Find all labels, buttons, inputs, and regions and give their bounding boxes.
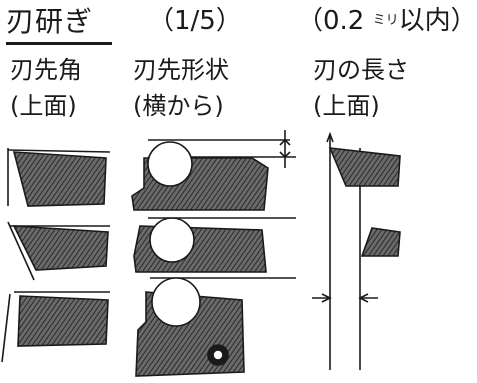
col-heading-edge-length: 刃の長さ: [313, 56, 409, 84]
dimension-arrow: [321, 293, 332, 303]
col-heading-edge-shape: 刃先形状: [133, 56, 229, 84]
page-counter: （1/5）: [148, 6, 242, 36]
reference-line: [7, 149, 111, 153]
dimension-arrow: [279, 151, 291, 159]
length-limit-note: （0.2 ミリ以内）: [297, 8, 477, 34]
col-subheading-side-view: (横から): [133, 92, 224, 120]
col-heading-edge-angle: 刃先角: [10, 56, 82, 84]
edge-length-column: [312, 131, 401, 370]
blade-top-view-1: [12, 151, 107, 207]
title-underline: [6, 42, 112, 45]
angle-guide-line: [7, 221, 35, 281]
limit-suffix: 以内）: [398, 6, 477, 36]
page-title: 刃研ぎ: [6, 5, 94, 38]
guide-mark: [326, 131, 334, 143]
col-subheading-top-view: (上面): [10, 92, 77, 120]
edge-angle-column: [1, 148, 111, 363]
limit-unit: ミリ: [372, 13, 399, 28]
chuck-circle: [151, 277, 201, 327]
edge-shape-column: [131, 130, 296, 377]
blade-top-view-3: [17, 295, 109, 347]
dimension-arrow: [358, 293, 369, 303]
chuck-circle: [147, 141, 193, 187]
col-subheading-top-view-2: (上面): [313, 92, 380, 120]
dimension-arrow: [279, 138, 291, 146]
angle-guide-line: [1, 293, 11, 363]
blade-top-view-2: [12, 225, 109, 271]
limit-value: （0.2: [297, 6, 373, 36]
chuck-circle: [149, 217, 195, 263]
blade-length-view-1: [328, 147, 401, 187]
blade-length-view-2: [360, 227, 401, 257]
